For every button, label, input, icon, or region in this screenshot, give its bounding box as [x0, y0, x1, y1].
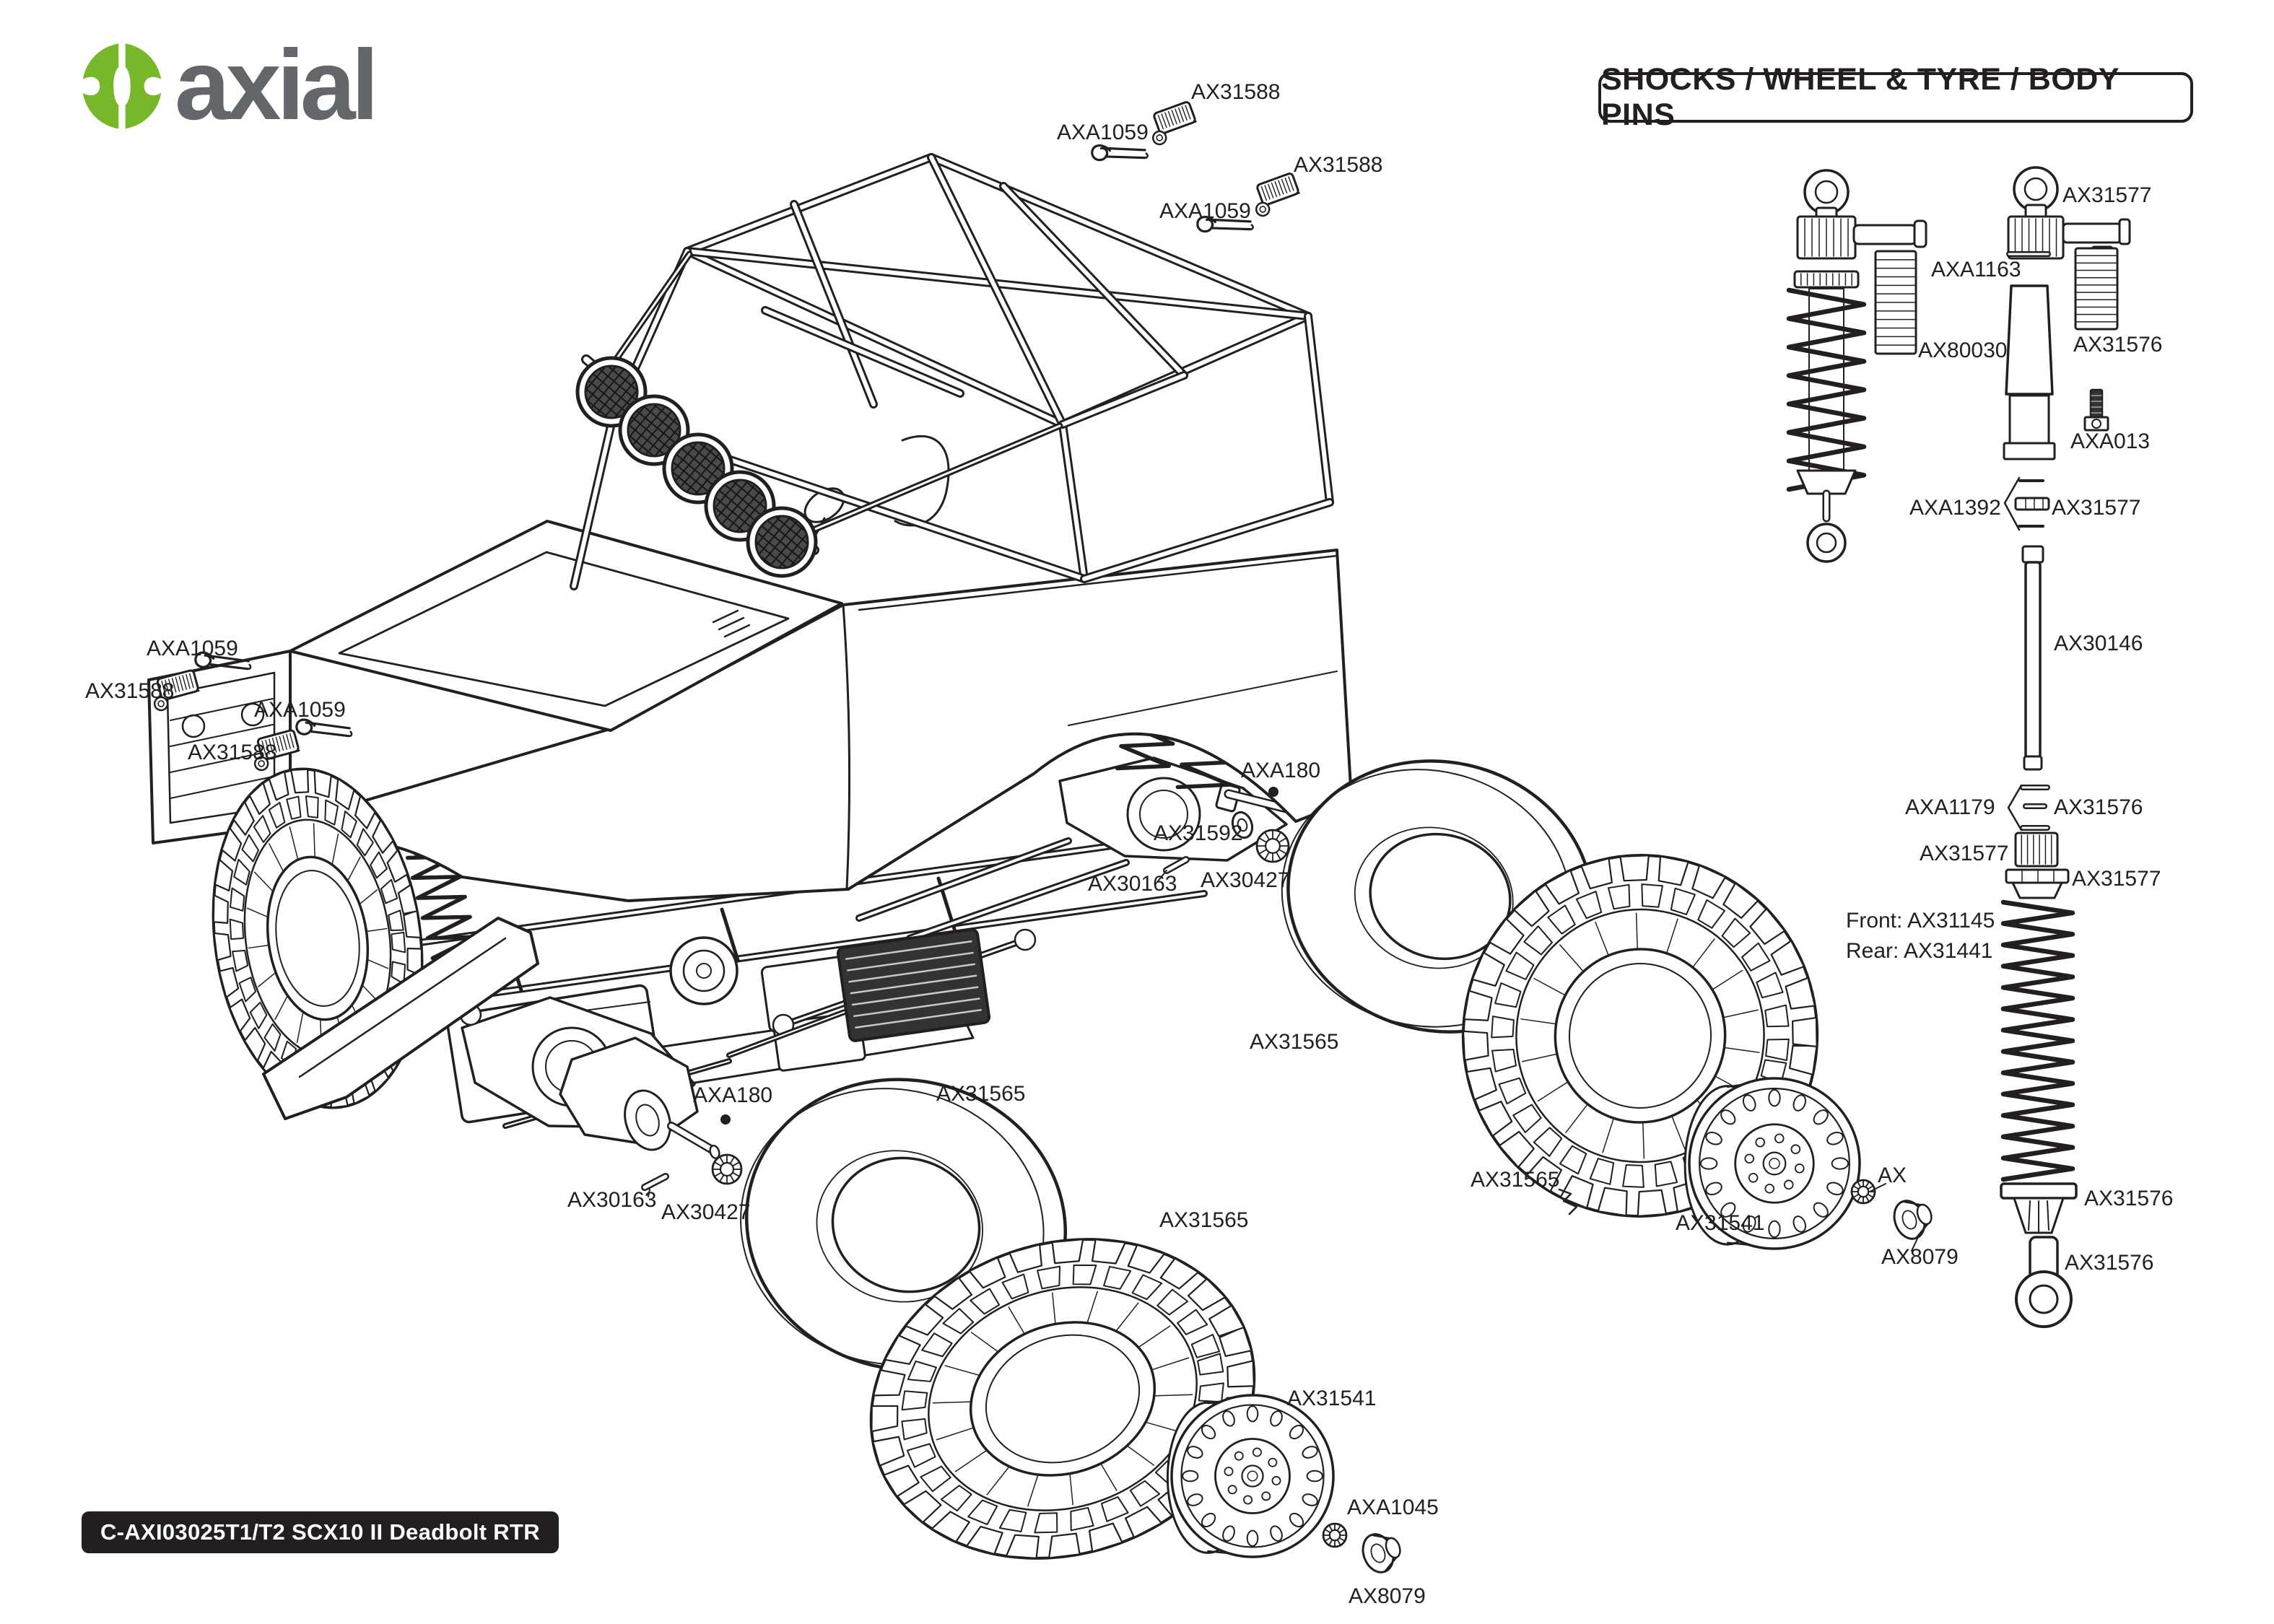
part-label: AX31576: [2073, 333, 2163, 357]
part-label: AXA1059: [1057, 121, 1149, 144]
serrated-nut: [711, 1153, 743, 1185]
serrated-nut: [1322, 1522, 1348, 1548]
part-label: AX30163: [1088, 872, 1177, 896]
washer: [1231, 811, 1254, 839]
wheel-beadlock: [1683, 1077, 1861, 1250]
part-label: AX8079: [1349, 1584, 1426, 1608]
part-label: AX80030: [1918, 339, 2008, 362]
part-label: Front: AX31145: [1846, 909, 1995, 933]
part-label: AX30427: [1201, 868, 1290, 892]
body-pin-mount: [153, 669, 200, 712]
kit-id-text: C-AXI03025T1/T2 SCX10 II Deadbolt RTR: [100, 1519, 540, 1545]
part-label: AXA1179: [1905, 795, 1995, 819]
set-screw: [720, 1114, 731, 1125]
serrated-nut: [1850, 1179, 1876, 1205]
part-label: AX31576: [2054, 795, 2143, 819]
part-label: AXA1059: [1159, 199, 1251, 223]
part-label: AX31577: [2062, 183, 2152, 207]
page-title: SHOCKS / WHEEL & TYRE / BODY PINS: [1598, 62, 2193, 132]
part-label: AX31588: [85, 679, 175, 703]
part-label: Rear: AX31441: [1846, 939, 1993, 963]
esc: [836, 928, 991, 1042]
part-label: AXA180: [1241, 759, 1321, 782]
body-clip: [295, 718, 353, 738]
set-screw: [1268, 787, 1278, 797]
hub-cone: [1893, 1200, 1933, 1240]
axial-logo-mark: [82, 43, 162, 129]
part-label: AX31565: [936, 1082, 1026, 1106]
part-label: AX31588: [1294, 153, 1383, 177]
body-clip: [1196, 216, 1254, 233]
tire-knobby: [869, 1238, 1256, 1560]
part-label: AX31576: [2084, 1187, 2174, 1210]
axial-logo: axial: [82, 30, 379, 141]
part-label: AXA1059: [147, 637, 238, 660]
part-label: AX31565: [1471, 1168, 1560, 1192]
part-label: AXA1059: [254, 698, 346, 722]
light-pod: [704, 470, 776, 542]
hub-cone: [1362, 1533, 1401, 1573]
part-label: AX31565: [1250, 1030, 1339, 1054]
part-label: AX8079: [1881, 1245, 1959, 1269]
part-label: AXA1045: [1347, 1496, 1439, 1519]
light-pod: [746, 506, 818, 578]
part-label: AX31565: [1159, 1208, 1249, 1232]
part-label: AX30163: [567, 1188, 657, 1212]
truck-body: [147, 435, 1353, 902]
body-pin-mount: [1151, 101, 1197, 146]
part-label: AX31577: [1920, 842, 2009, 865]
axial-logo-wordmark: axial: [175, 30, 375, 141]
shock-exploded: [1786, 166, 2131, 1328]
body-clip: [194, 651, 252, 671]
part-label: AX31588: [1191, 80, 1281, 104]
kit-id-badge: C-AXI03025T1/T2 SCX10 II Deadbolt RTR: [82, 1511, 559, 1553]
part-label: AXA013: [2070, 429, 2151, 453]
body-pin-mount: [253, 729, 300, 772]
part-label: AX31577: [2052, 496, 2141, 520]
wheel-beadlock: [1166, 1394, 1335, 1558]
front-bumper: [262, 917, 539, 1120]
part-label: AX30427: [661, 1200, 751, 1224]
body-pin-mount: [1255, 173, 1300, 217]
part-label: AX30146: [2054, 632, 2143, 655]
part-label: AX31576: [2065, 1251, 2154, 1275]
part-label: AXA180: [693, 1083, 773, 1107]
part-label: AXA1163: [1931, 258, 2021, 281]
part-label: AXA1392: [1909, 496, 2001, 520]
page-title-text: SHOCKS / WHEEL & TYRE / BODY PINS: [1601, 62, 2120, 132]
part-label: AX31592: [1154, 821, 1243, 845]
part-label: AX31541: [1287, 1387, 1377, 1410]
part-label: AX31577: [2072, 867, 2161, 891]
body-clip: [1091, 144, 1149, 162]
serrated-nut: [1255, 829, 1290, 863]
light-bar: [575, 250, 1063, 578]
part-label: AX: [1878, 1164, 1907, 1187]
part-label: AX31541: [1676, 1211, 1765, 1235]
part-label: AX31588: [188, 741, 277, 764]
